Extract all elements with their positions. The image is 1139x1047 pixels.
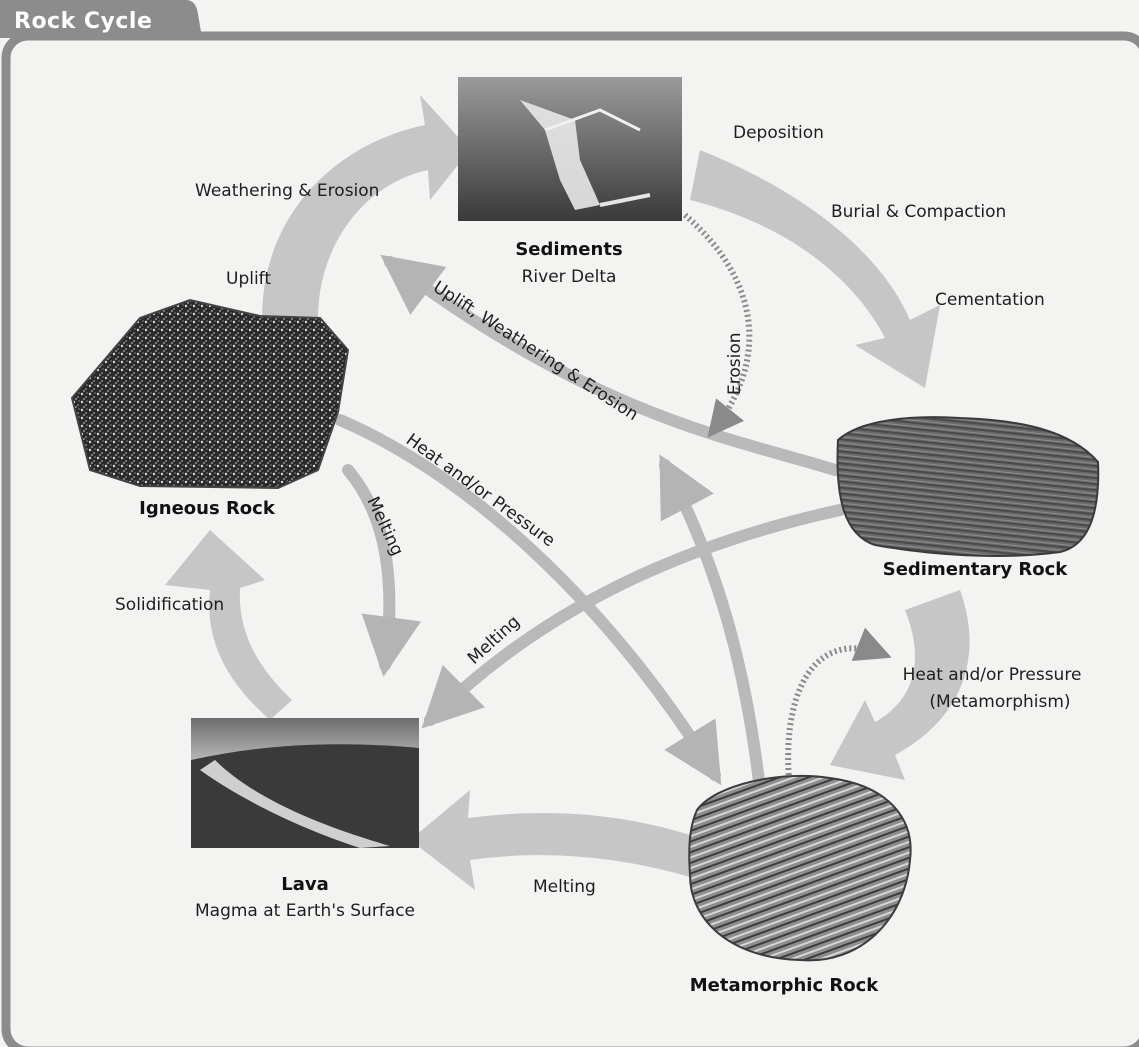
- cementation-label: Cementation: [935, 290, 1045, 310]
- igneous-rock-image: [72, 300, 348, 488]
- metamorphic-rock-image: [689, 776, 910, 961]
- sediments-label: Sediments: [515, 239, 622, 260]
- uplift-label: Uplift: [226, 269, 271, 289]
- uplift-weathering-erosion-label: Uplift, Weathering & Erosion: [429, 277, 641, 425]
- arrow-metamorphic-up: [665, 465, 760, 790]
- arrow-lava-to-igneous: [165, 530, 292, 720]
- igneous-label: Igneous Rock: [139, 498, 276, 519]
- lava-label: Lava: [281, 874, 329, 895]
- solidification-label: Solidification: [115, 595, 224, 615]
- sediments-photo: [458, 77, 682, 221]
- metamorphic-label: Metamorphic Rock: [690, 975, 880, 996]
- arrow-sediments-erosion: [685, 215, 749, 432]
- melting-bottom-label: Melting: [533, 877, 596, 897]
- sedimentary-rock-image: [837, 417, 1098, 556]
- deposition-label: Deposition: [733, 123, 824, 143]
- sediments-subtitle: River Delta: [522, 267, 617, 287]
- metamorphism-label: (Metamorphism): [929, 692, 1070, 712]
- melting-igneous-label: Melting: [362, 494, 407, 559]
- arrow-sedimentary-to-metamorphic: [830, 590, 970, 780]
- erosion-label: Erosion: [725, 332, 745, 395]
- sedimentary-label: Sedimentary Rock: [883, 559, 1069, 580]
- diagram-title: Rock Cycle: [14, 9, 152, 34]
- lava-photo: [191, 718, 419, 848]
- heat-pressure-diagonal-label: Heat and/or Pressure: [402, 430, 558, 551]
- lava-subtitle: Magma at Earth's Surface: [195, 901, 415, 921]
- arrow-sedimentary-to-lava: [430, 510, 840, 720]
- weathering-erosion-label: Weathering & Erosion: [195, 181, 379, 201]
- burial-compaction-label: Burial & Compaction: [831, 202, 1006, 222]
- thin-arrows: [340, 262, 840, 790]
- heat-pressure-right-label: Heat and/or Pressure: [903, 665, 1082, 685]
- arrow-metamorphic-to-lava: [410, 790, 705, 890]
